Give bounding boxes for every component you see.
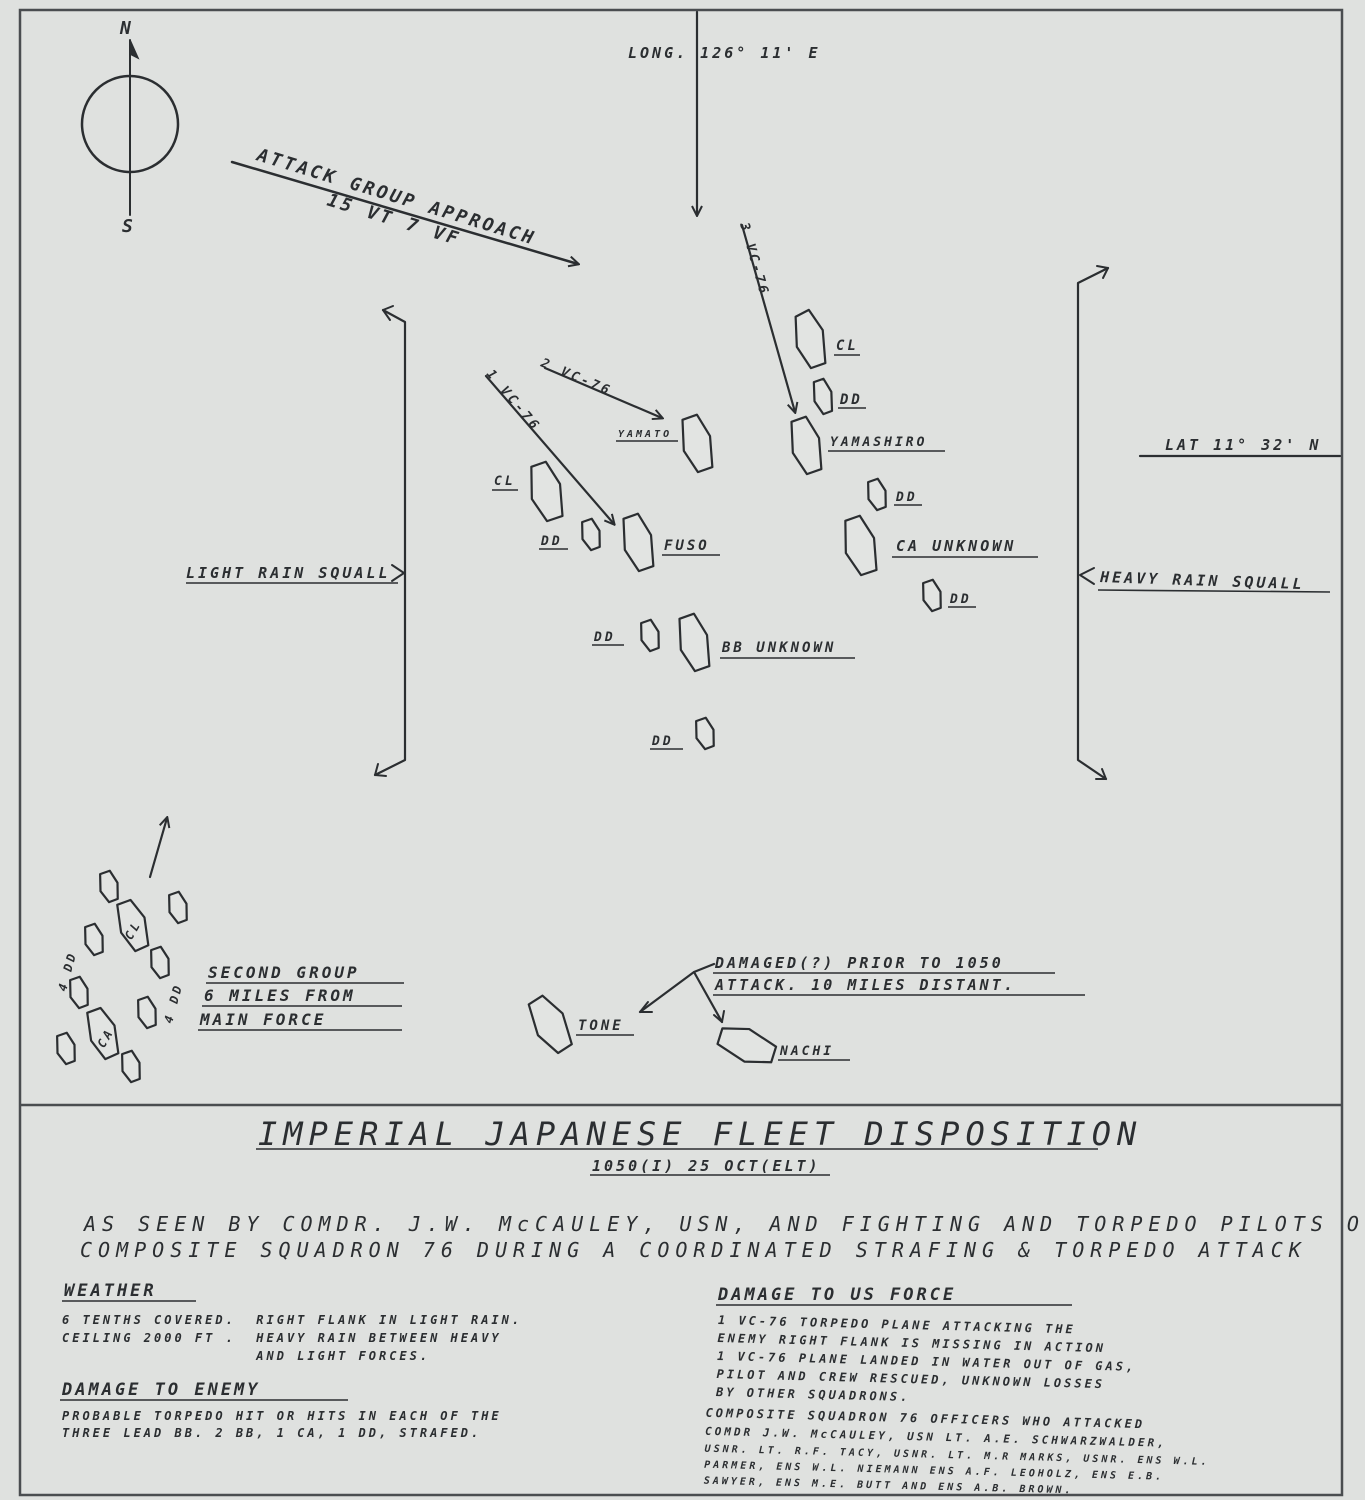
- light-squall-arrowhead-top: [382, 305, 394, 321]
- light-squall-pointer: [391, 564, 405, 582]
- damage-us-heading: DAMAGE TO US FORCE: [717, 1285, 956, 1305]
- ship-dd-right1: DD: [867, 477, 922, 512]
- damage-us-lines: 1 VC-76 TORPEDO PLANE ATTACKING THE ENEM…: [704, 1313, 1210, 1496]
- ship-ca-unknown: CA UNKNOWN: [844, 514, 1038, 577]
- ship-nachi-label: NACHI: [779, 1044, 834, 1059]
- ship-yamashiro-label: YAMASHIRO: [830, 435, 927, 450]
- light-squall-label: LIGHT RAIN SQUALL: [186, 564, 391, 582]
- heavy-squall-bracket: [1076, 266, 1110, 781]
- vc76-3-arrow: [740, 223, 795, 412]
- heavy-squall-label: HEAVY RAIN SQUALL: [1099, 568, 1305, 593]
- damage-enemy-line-1: PROBABLE TORPEDO HIT OR HITS IN EACH OF …: [62, 1409, 502, 1423]
- compass-south: S: [122, 216, 136, 237]
- vc76-2-arrow: [543, 366, 662, 418]
- ship-tone: TONE: [527, 994, 634, 1055]
- vc76-2-label: 2 VC-76: [538, 355, 615, 399]
- ship-cl-left-label: CL: [494, 474, 516, 489]
- weather-heading: WEATHER: [64, 1281, 157, 1301]
- ship-bb-unknown: BB UNKNOWN: [678, 612, 855, 673]
- ship-dd-right2-label: DD: [949, 592, 972, 607]
- damaged-note-line2: ATTACK. 10 MILES DISTANT.: [714, 976, 1016, 994]
- page-title: IMPERIAL JAPANESE FLEET DISPOSITION: [258, 1115, 1142, 1153]
- ship-yamato: YAMATO: [616, 413, 714, 474]
- ship-dd-bottom: DD: [650, 716, 715, 751]
- seen-by-line1: AS SEEN BY COMDR. J.W. McCAULEY, USN, AN…: [82, 1212, 1365, 1236]
- damage-enemy-line-2: THREE LEAD BB. 2 BB, 1 CA, 1 DD, STRAFED…: [62, 1426, 481, 1440]
- ship-tone-label: TONE: [578, 1018, 624, 1034]
- second-group-formation: CL CA 4 DD 4 DD: [55, 818, 188, 1084]
- ship-dd-right1-label: DD: [895, 490, 918, 505]
- ship-bb-unknown-label: BB UNKNOWN: [721, 640, 836, 656]
- ship-cl-top-label: CL: [836, 338, 859, 354]
- ship-nachi: NACHI: [716, 1027, 850, 1064]
- ship-dd-top-label: DD: [839, 392, 863, 408]
- second-group-dd-right-label: 4 DD: [161, 982, 185, 1025]
- second-group-line2: 6 MILES FROM: [204, 986, 356, 1005]
- light-squall-bracket: [373, 308, 407, 777]
- second-group-line1: SECOND GROUP: [208, 963, 360, 982]
- ship-dd-bottom-label: DD: [651, 734, 674, 749]
- latitude-label: LAT 11° 32' N: [1165, 436, 1321, 454]
- outer-frame: [18, 8, 1344, 1497]
- ship-cl-left: CL: [492, 460, 564, 523]
- page-subtitle: 1050(I) 25 OCT(ELT): [592, 1157, 821, 1175]
- weather-line-1: 6 TENTHS COVERED. RIGHT FLANK IN LIGHT R…: [62, 1313, 522, 1327]
- ship-dd-left-label: DD: [540, 534, 563, 549]
- vc76-3-label: 3 VC-76: [736, 220, 772, 298]
- ship-ca-unknown-label: CA UNKNOWN: [896, 537, 1016, 555]
- damaged-ships-pointer: [638, 962, 724, 1024]
- heavy-squall-arrowhead-bottom: [1095, 768, 1107, 780]
- damage-us-line-5: BY OTHER SQUADRONS.: [715, 1385, 911, 1404]
- attack-approach-arrow: [230, 160, 578, 264]
- ship-cl-top: CL: [794, 308, 860, 370]
- ship-dd-top: DD: [812, 377, 866, 416]
- weather-line-2: CEILING 2000 FT . HEAVY RAIN BETWEEN HEA…: [62, 1331, 502, 1345]
- heavy-squall-pointer: [1079, 567, 1095, 585]
- ship-yamashiro: YAMASHIRO: [790, 415, 945, 476]
- damaged-note-line1: DAMAGED(?) PRIOR TO 1050: [714, 954, 1004, 972]
- ship-fuso-label: FUSO: [664, 538, 710, 554]
- heavy-squall-arrowhead-top: [1096, 265, 1109, 279]
- compass-north: N: [119, 18, 134, 39]
- vc76-1-label: 1 VC-76: [483, 367, 543, 435]
- ship-dd-mid: DD: [592, 618, 660, 653]
- second-group-line3: MAIN FORCE: [199, 1010, 326, 1029]
- compass-icon: N S: [80, 18, 180, 237]
- vc76-1-arrow: [484, 374, 614, 524]
- longitude-label: LONG. 126° 11' E: [628, 44, 821, 62]
- attack-approach-line1: ATTACK GROUP APPROACH: [254, 144, 539, 249]
- light-squall-arrowhead-bottom: [374, 763, 387, 777]
- ship-yamato-label: YAMATO: [618, 429, 672, 440]
- damage-enemy-heading: DAMAGE TO ENEMY: [61, 1380, 261, 1400]
- ship-fuso: FUSO: [622, 512, 720, 573]
- ship-dd-left: DD: [539, 517, 601, 552]
- seen-by-line2: COMPOSITE SQUADRON 76 DURING A COORDINAT…: [80, 1238, 1307, 1262]
- weather-line-3: AND LIGHT FORCES.: [62, 1349, 430, 1363]
- ship-dd-mid-label: DD: [593, 630, 616, 645]
- ship-dd-right2: DD: [922, 578, 976, 613]
